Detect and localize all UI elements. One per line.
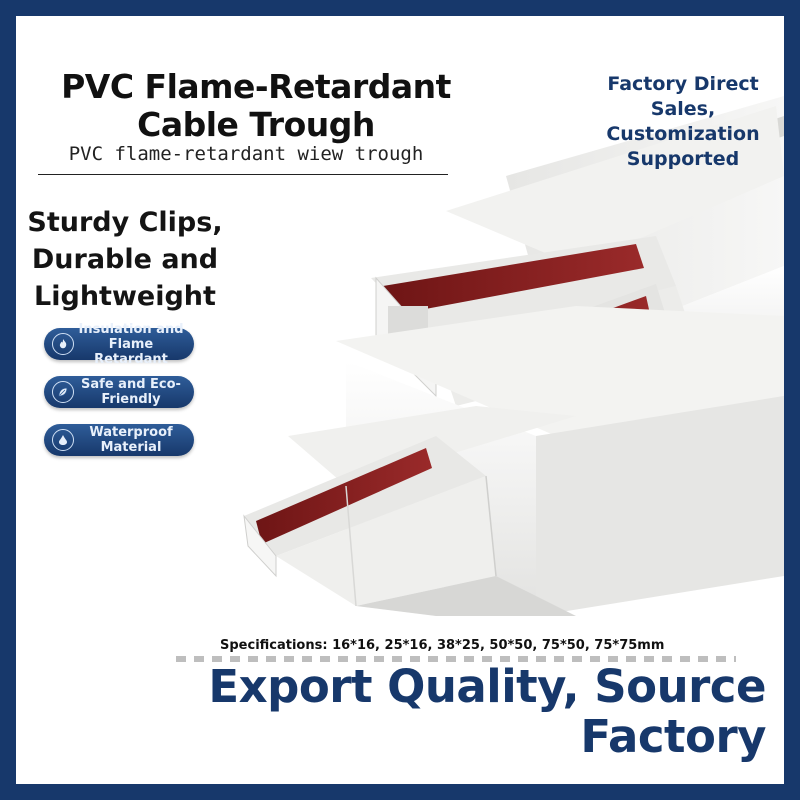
specs-underline	[176, 656, 736, 662]
product-subtitle: PVC flame-retardant wiew trough	[68, 143, 424, 165]
badge-label: Safe and Eco-Friendly	[81, 377, 181, 407]
badge-flame-retardant[interactable]: Insulation and Flame Retardant	[44, 322, 194, 367]
title-divider	[38, 174, 448, 175]
features-heading: Sturdy Clips, Durable and Lightweight	[27, 207, 223, 312]
slogan: Export Quality, Source Factory	[208, 660, 766, 763]
leaf-icon	[52, 381, 74, 403]
product-title: PVC Flame-Retardant Cable Trough	[61, 67, 451, 144]
flame-icon	[52, 333, 74, 355]
badge-label: Insulation and Flame Retardant	[78, 321, 184, 367]
badge-label: Waterproof Material	[89, 425, 173, 455]
specifications-text: Specifications: 16*16, 25*16, 38*25, 50*…	[220, 638, 665, 653]
badge-waterproof[interactable]: Waterproof Material	[44, 424, 194, 456]
badge-eco-friendly[interactable]: Safe and Eco-Friendly	[44, 376, 194, 408]
cable-trough-image	[243, 96, 784, 616]
promo-text: Factory Direct Sales, Customization Supp…	[606, 73, 760, 170]
water-drop-icon	[52, 429, 74, 451]
